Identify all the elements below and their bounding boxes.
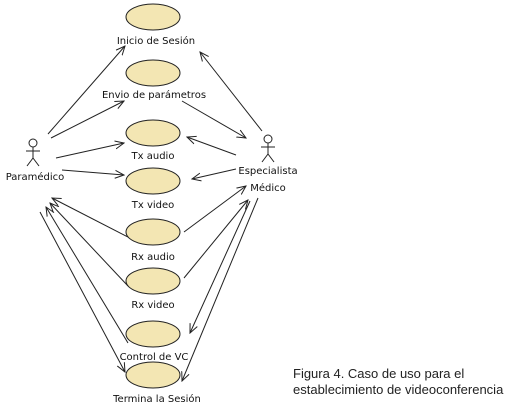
use-case-label: Rx audio	[131, 252, 175, 263]
use-case-inicio-de-sesion: Inicio de Sesión	[117, 3, 195, 47]
edge-especialista-tx-video	[192, 168, 237, 179]
use-case-tx-audio: Tx audio	[125, 119, 181, 162]
actor-label-line2: Médico	[250, 182, 286, 194]
edge-rx-audio-especialista	[183, 186, 246, 233]
use-case-rx-audio: Rx audio	[125, 218, 181, 263]
edge-paramedico-envio	[50, 101, 124, 139]
edge-paramedico-inicio	[47, 46, 125, 135]
use-case-label: Termina la Sesión	[112, 393, 201, 405]
actor-label: Paramédico	[6, 171, 65, 183]
use-case-label: Control de VC	[120, 352, 189, 363]
use-case-label: Inicio de Sesión	[117, 35, 195, 47]
edge-envio-especialista	[181, 100, 246, 138]
edge-especialista-inicio	[200, 52, 263, 132]
use-case-control-de-vc: Control de VC	[120, 320, 189, 363]
paramedico-incoming	[39, 198, 129, 372]
use-case-envio-de-parametros: Envio de parámetros	[102, 59, 206, 101]
edge-rx-video-paramedico	[50, 203, 129, 287]
edge-rx-audio-paramedico	[52, 198, 129, 238]
especialista-associations	[182, 52, 263, 381]
especialista-incoming	[181, 100, 251, 333]
use-case-label: Envio de parámetros	[102, 89, 206, 101]
edge-paramedico-tx-video	[61, 169, 124, 175]
paramedico-associations	[47, 46, 125, 175]
use-case-termina-la-sesion: Termina la Sesión	[112, 361, 201, 405]
edge-control-especialista	[190, 200, 251, 333]
use-case-label: Tx video	[131, 200, 175, 211]
use-case-tx-video: Tx video	[125, 167, 181, 211]
use-case-label: Tx audio	[131, 151, 175, 162]
edge-especialista-tx-audio	[187, 137, 237, 156]
edge-paramedico-termina	[39, 211, 125, 372]
caption-line-1: Figura 4. Caso de uso para el	[293, 366, 465, 381]
actor-especialista-medico: Especialista Médico	[238, 134, 298, 194]
figure-caption: Figura 4. Caso de uso para el establecim…	[293, 366, 523, 398]
edge-control-paramedico	[46, 207, 129, 344]
edge-paramedico-tx-audio	[55, 143, 124, 159]
edge-especialista-termina	[182, 197, 259, 381]
caption-line-2: establecimiento de videoconferencia	[293, 382, 504, 397]
edge-rx-video-especialista	[183, 200, 248, 279]
use-case-rx-video: Rx video	[125, 267, 181, 311]
stick-figure-icon	[261, 134, 275, 163]
stick-figure-icon	[26, 138, 40, 167]
actor-paramedico: Paramédico	[6, 138, 65, 183]
use-case-label: Rx video	[131, 300, 174, 311]
actor-label-line1: Especialista	[238, 166, 297, 177]
